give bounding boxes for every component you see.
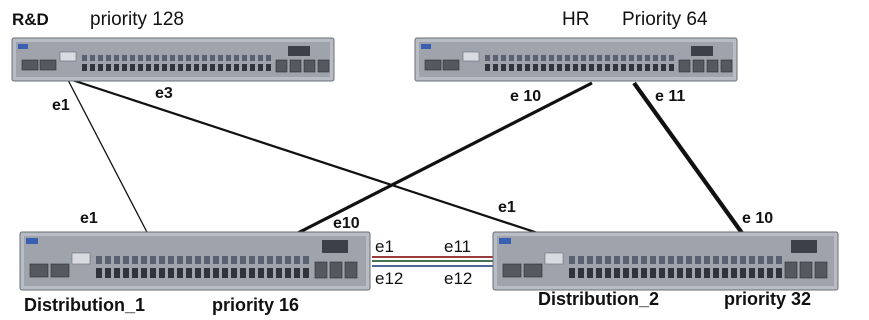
link-hr-e11-to-dist2-e10 — [632, 81, 744, 235]
port-label-hr-e11: e 11 — [655, 88, 685, 105]
switch-distribution-2 — [492, 231, 839, 291]
port-label-hr-e10: e 10 — [510, 88, 541, 105]
port-label-dist2-e12: e12 — [444, 269, 472, 288]
link-rd-e3-to-dist2-e1 — [71, 78, 554, 240]
port-label-dist1-e12: e12 — [375, 269, 403, 288]
port-label-rd-e1: e1 — [52, 97, 70, 114]
switch-logo-icon — [421, 44, 431, 49]
switch-name-hr: HR — [562, 9, 589, 30]
switch-priority-dist1: priority 16 — [212, 295, 299, 315]
port-label-dist1-e1: e1 — [80, 210, 98, 227]
link-rd-e1-to-dist1-e1 — [67, 79, 151, 239]
port-label-rd-e3: e3 — [155, 85, 173, 102]
switch-logo-icon — [18, 44, 28, 49]
switch-priority-dist2: priority 32 — [724, 289, 811, 309]
switch-priority-rd: priority 128 — [90, 9, 184, 30]
switch-hr — [414, 37, 738, 82]
switch-logo-icon — [26, 238, 38, 244]
switch-rd — [11, 37, 335, 82]
switch-name-dist1: Distribution_1 — [24, 295, 145, 315]
switch-logo-icon — [499, 238, 511, 244]
links — [67, 78, 744, 267]
switch-priority-hr: Priority 64 — [622, 9, 708, 30]
port-label-dist2-e10: e 10 — [742, 210, 773, 227]
port-label-dist2-e1: e1 — [498, 199, 516, 216]
port-label-dist1-e1-trunk: e1 — [375, 237, 394, 256]
port-label-dist1-e10: e10 — [333, 215, 360, 232]
port-label-dist2-e11: e11 — [444, 237, 471, 256]
switch-distribution-1 — [19, 231, 371, 291]
switch-name-rd: R&D — [12, 10, 49, 29]
link-hr-e10-to-dist1-e10 — [287, 81, 593, 240]
switch-name-dist2: Distribution_2 — [538, 289, 659, 309]
